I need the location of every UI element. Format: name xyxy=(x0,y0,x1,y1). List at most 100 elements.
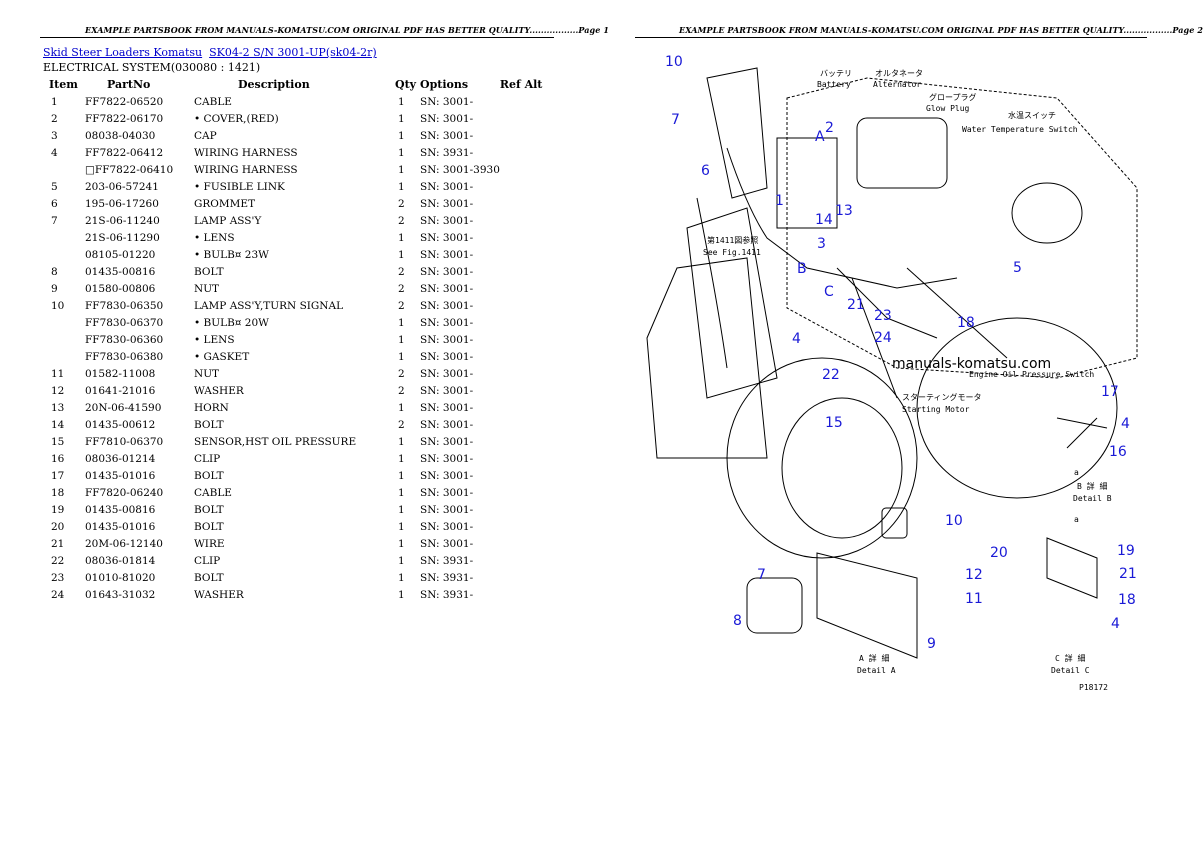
starting-motor-label: Starting Motor xyxy=(902,405,970,414)
frame-side-shape xyxy=(646,257,768,459)
callout-number: 10 xyxy=(945,513,963,529)
alternator-label-jp: オルタネータ xyxy=(875,69,923,78)
component-labels: バッテリ Battery オルタネータ Alternator グロープラグ Gl… xyxy=(703,69,1112,692)
options-cell: SN: 3001- xyxy=(420,129,474,142)
battery-shape xyxy=(776,137,838,229)
item-cell: 15 xyxy=(51,435,65,448)
partno-cell: 203-06-57241 xyxy=(85,180,159,193)
callout-number: 4 xyxy=(792,331,801,347)
callout-number: 5 xyxy=(1013,260,1022,276)
qty-cell: 2 xyxy=(398,265,405,278)
options-cell: SN: 3001- xyxy=(420,452,474,465)
alternator-label: Alternator xyxy=(873,80,921,89)
partno-cell: FF7830-06350 xyxy=(85,299,164,312)
ref-alt-cell xyxy=(500,280,560,297)
item-cell: 16 xyxy=(51,452,65,465)
callout-number: 10 xyxy=(665,54,683,70)
header-rule xyxy=(40,37,554,38)
oil-pressure-label: Engine Oil Pressure Switch xyxy=(969,370,1094,379)
callout-number: 19 xyxy=(1117,543,1135,559)
callout-number: 6 xyxy=(701,163,710,179)
ref-alt-cell xyxy=(500,399,560,416)
options-cell: SN: 3001-3930 xyxy=(420,163,500,176)
detail-a-panel xyxy=(816,552,918,659)
qty-cell: 1 xyxy=(398,248,405,261)
options-cell: SN: 3001- xyxy=(420,112,474,125)
callout-number: 21 xyxy=(847,297,865,313)
item-cell: 7 xyxy=(51,214,58,227)
description-cell: • BULB¤ 23W xyxy=(194,248,269,261)
water-temp-label: Water Temperature Switch xyxy=(962,125,1078,134)
ref-alt-cell xyxy=(500,535,560,552)
description-cell: BOLT xyxy=(194,520,224,533)
item-cell: 8 xyxy=(51,265,58,278)
options-cell: SN: 3001- xyxy=(420,265,474,278)
description-cell: BOLT xyxy=(194,503,224,516)
description-cell: BOLT xyxy=(194,418,224,431)
detail-b-label-jp: B 詳 細 xyxy=(1077,481,1107,491)
qty-cell: 1 xyxy=(398,401,405,414)
item-cell xyxy=(43,246,85,263)
qty-cell: 1 xyxy=(398,520,405,533)
item-cell xyxy=(43,331,85,348)
item-cell: 19 xyxy=(51,503,65,516)
glow-plug-label: Glow Plug xyxy=(926,104,970,113)
partno-cell: FF7822-06170 xyxy=(85,112,164,125)
qty-cell: 2 xyxy=(398,197,405,210)
section-title: ELECTRICAL SYSTEM(030080 : 1421) xyxy=(43,61,261,74)
partno-cell: 01435-00816 xyxy=(85,503,156,516)
qty-cell: 1 xyxy=(398,588,405,601)
ref-alt-cell xyxy=(500,212,560,229)
detail-c-bracket xyxy=(1046,537,1098,599)
options-cell: SN: 3001- xyxy=(420,248,474,261)
ref-alt-cell xyxy=(500,416,560,433)
options-cell: SN: 3001- xyxy=(420,401,474,414)
partno-cell: 21S-06-11290 xyxy=(85,231,160,244)
description-cell: LAMP ASS'Y xyxy=(194,214,262,227)
partno-cell: FF7830-06370 xyxy=(85,316,164,329)
item-cell: 9 xyxy=(51,282,58,295)
description-cell: LAMP ASS'Y,TURN SIGNAL xyxy=(194,299,344,312)
parts-diagram: バッテリ Battery オルタネータ Alternator グロープラグ Gl… xyxy=(637,38,1147,698)
parts-table: Item PartNo Description Qty Options Ref … xyxy=(43,76,560,603)
ref-alt-cell xyxy=(500,586,560,603)
item-cell: 1 xyxy=(51,95,58,108)
breadcrumb-link-model[interactable]: SK04-2 S/N 3001-UP(sk04-2r) xyxy=(209,46,377,59)
partno-cell: FF7822-06412 xyxy=(85,146,164,159)
description-cell: SENSOR,HST OIL PRESSURE xyxy=(194,435,357,448)
leader-starting-motor xyxy=(851,277,898,399)
item-cell xyxy=(43,314,85,331)
description-cell: WASHER xyxy=(194,588,244,601)
item-cell: 4 xyxy=(51,146,58,159)
harness-line-lower xyxy=(836,267,938,339)
detail-a-turn-lamp xyxy=(881,507,908,539)
column-header-qty: Qty xyxy=(395,78,417,91)
column-header-options: Options xyxy=(420,78,469,91)
partno-cell: FF7820-06240 xyxy=(85,486,164,499)
item-cell: 10 xyxy=(51,299,65,312)
callout-number: 20 xyxy=(990,545,1008,561)
diagram-linework xyxy=(646,67,1138,659)
description-cell: BOLT xyxy=(194,469,224,482)
view-a-marker: A xyxy=(815,129,825,145)
ref-alt-cell xyxy=(500,127,560,144)
figure-code: P18172 xyxy=(1079,683,1108,692)
breadcrumb-link-category[interactable]: Skid Steer Loaders Komatsu xyxy=(43,46,203,59)
detail-c-arrow-label: a xyxy=(1074,515,1079,524)
description-cell: HORN xyxy=(194,401,229,414)
options-cell: SN: 3001- xyxy=(420,435,474,448)
ref-alt-cell xyxy=(500,365,560,382)
ref-alt-cell xyxy=(500,569,560,586)
partno-cell: 01435-00816 xyxy=(85,265,156,278)
qty-cell: 1 xyxy=(398,452,405,465)
ref-alt-cell xyxy=(500,161,560,178)
options-cell: SN: 3931- xyxy=(420,571,474,584)
